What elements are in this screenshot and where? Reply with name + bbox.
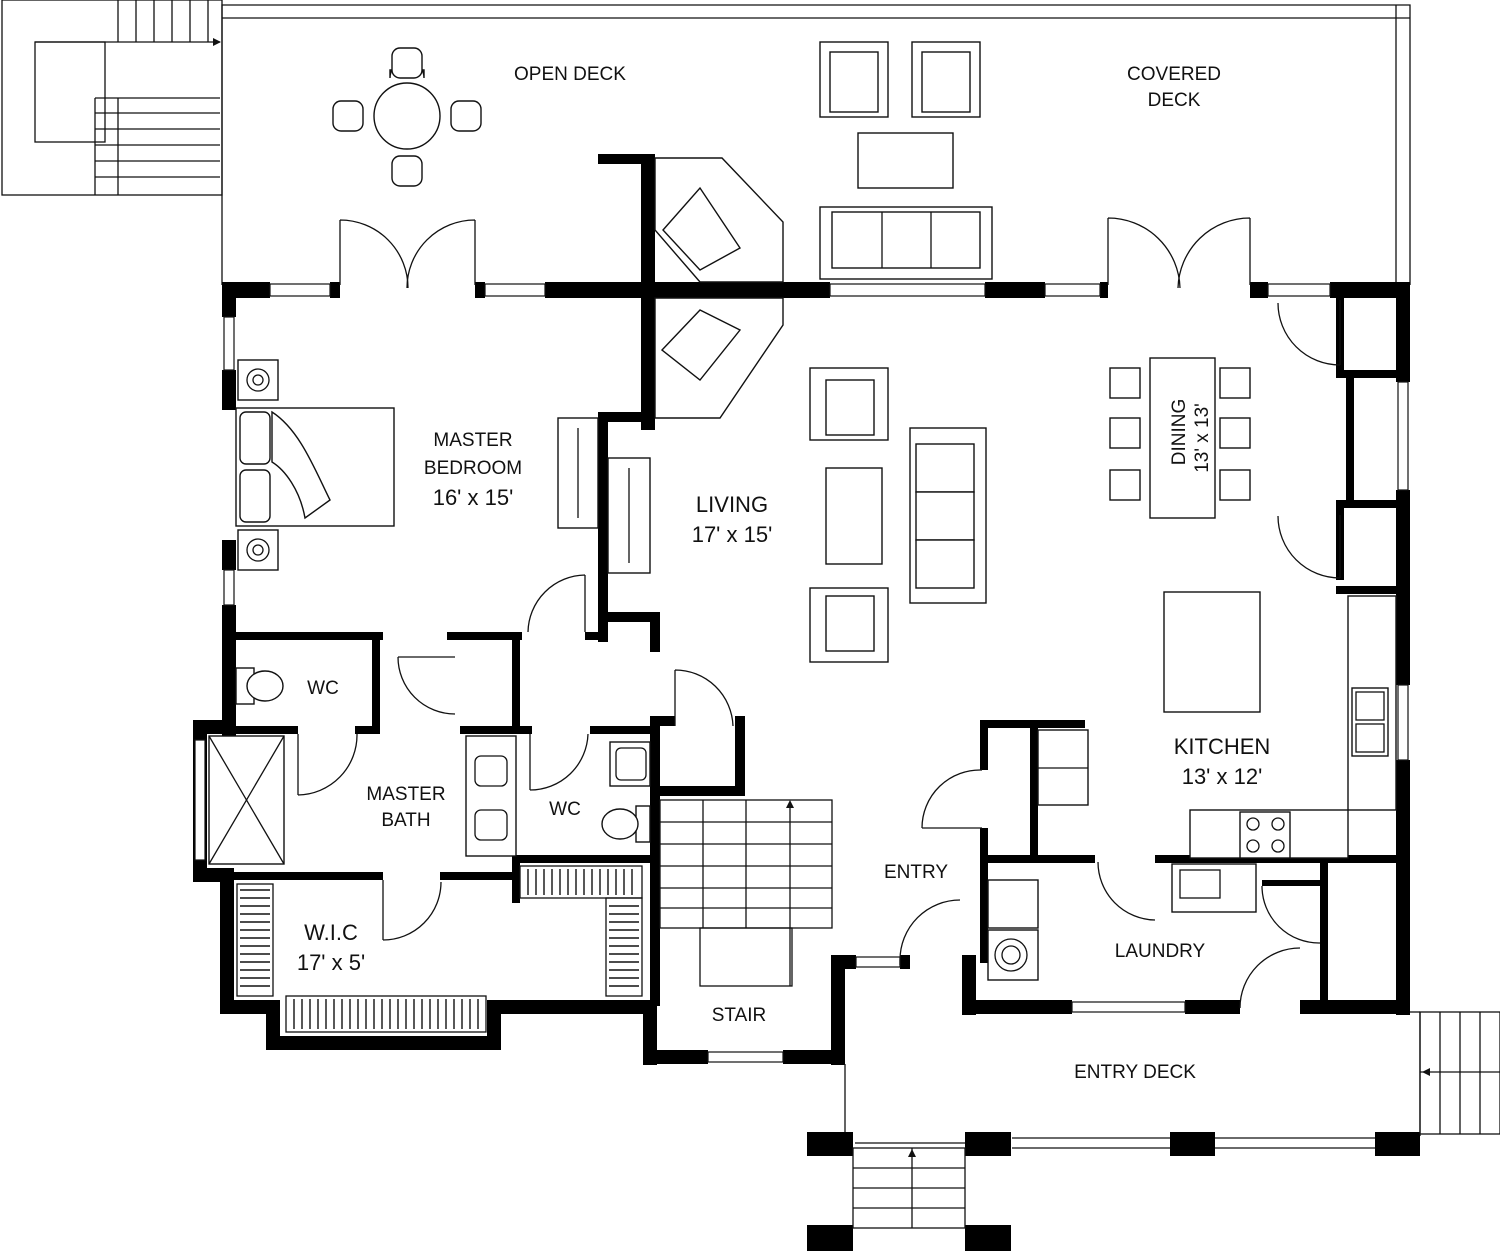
- room-label-wc: WC: [549, 799, 581, 820]
- room-label-wc-master: WC: [307, 678, 339, 699]
- shower-icon: [208, 735, 285, 865]
- kitchen-fixtures: [1037, 591, 1397, 859]
- room-label-open-deck: OPEN DECK: [514, 64, 626, 85]
- room-dim-living: 17' x 15': [692, 522, 773, 547]
- room-label-wic: W.I.C: [304, 920, 358, 945]
- room-label-kitchen: KITCHEN: [1174, 734, 1271, 759]
- room-label-entry: ENTRY: [884, 862, 948, 883]
- living-furniture: [809, 367, 987, 663]
- fireplace: [654, 157, 784, 419]
- patio-table-set: [332, 47, 482, 187]
- sink-icon: [1351, 687, 1389, 757]
- room-label-laundry: LAUNDRY: [1115, 941, 1206, 962]
- toilet-icon: [235, 667, 284, 705]
- room-label-master-bath: MASTER: [366, 784, 445, 805]
- washer-icon: [987, 929, 1039, 981]
- interior-stair: [659, 799, 833, 987]
- room-label-covered-deck-line2: DECK: [1148, 90, 1201, 111]
- room-dim-wic: 17' x 5': [297, 950, 365, 975]
- room-label-dining: DINING: [1169, 399, 1190, 466]
- room-dim-kitchen: 13' x 12': [1182, 764, 1263, 789]
- room-label-covered-deck: COVERED: [1127, 64, 1221, 85]
- wic-shelves: [236, 865, 643, 1033]
- room-dim-dining: 13' x 13': [1192, 403, 1213, 473]
- rear-stair: [1, 0, 223, 196]
- covered-deck-furniture: [819, 41, 993, 280]
- doors: [297, 217, 1341, 1009]
- laundry-fixtures: [987, 863, 1257, 981]
- room-labels: OPEN DECK COVERED DECK MASTER BEDROOM 16…: [297, 64, 1270, 1083]
- wc2-fixtures: [601, 741, 651, 843]
- room-label-living: LIVING: [696, 492, 768, 517]
- entry-deck: [807, 1011, 1500, 1251]
- bed: [235, 407, 395, 527]
- room-label-master-bedroom: MASTER: [433, 430, 512, 451]
- interior-walls: [233, 154, 1410, 1007]
- nightstands: [237, 359, 279, 571]
- room-dim-master-bedroom: 16' x 15': [433, 485, 514, 510]
- master-bath-fixtures: [208, 667, 517, 865]
- dresser: [557, 417, 651, 574]
- room-label-master-bath-line2: BATH: [381, 810, 430, 831]
- room-label-master-bedroom-line2: BEDROOM: [424, 458, 522, 479]
- room-label-entry-deck: ENTRY DECK: [1074, 1062, 1196, 1083]
- cooktop-icon: [1239, 811, 1291, 859]
- room-label-stair: STAIR: [712, 1005, 767, 1026]
- dining-set: [1109, 357, 1251, 519]
- windows: [194, 283, 1409, 1063]
